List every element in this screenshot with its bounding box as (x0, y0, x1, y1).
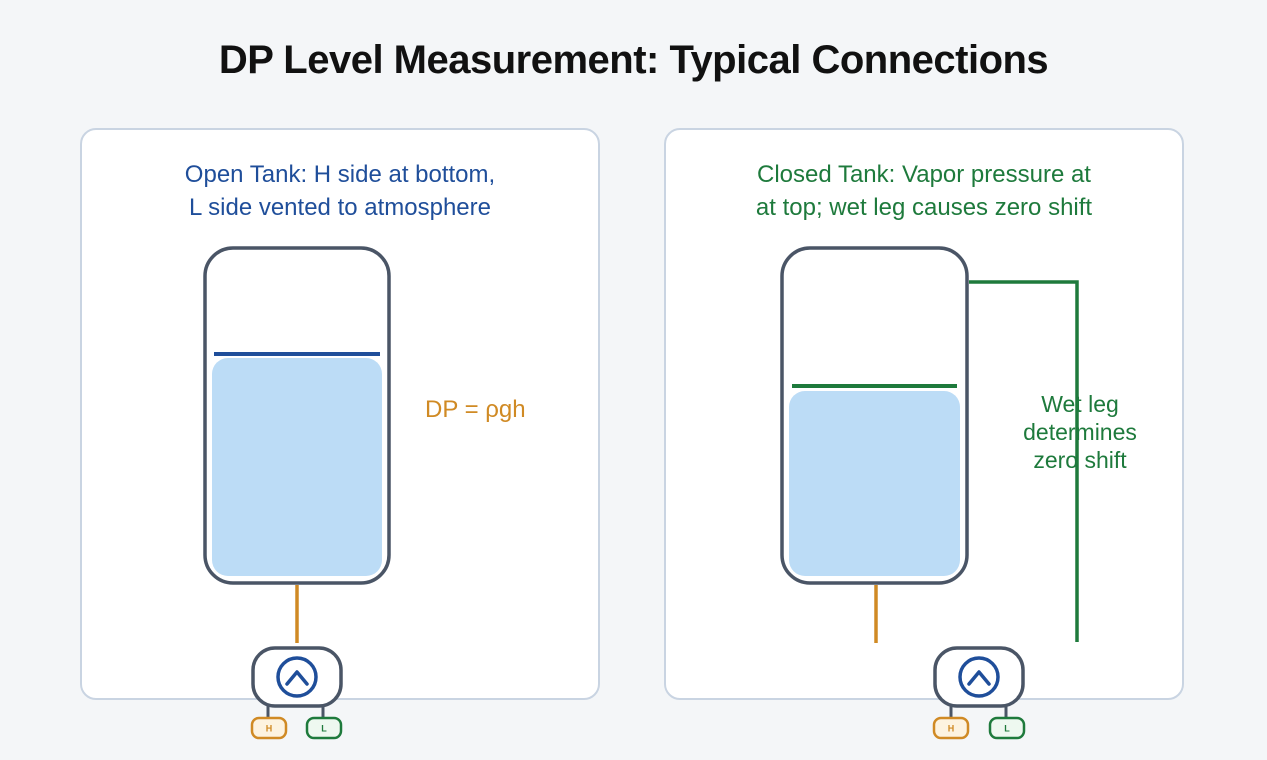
open-tank-vessel (203, 246, 391, 585)
open-tank-heading-line1: Open Tank: H side at bottom, (184, 161, 496, 188)
open-port-l-label: L (321, 724, 327, 734)
closed-port-h-label: H (948, 724, 955, 734)
open-tank (203, 246, 391, 643)
open-tank-liquid (212, 358, 382, 576)
closed-tank-wet-leg (969, 280, 1079, 642)
wet-leg-label: Wet leg determines zero shift (1000, 390, 1160, 474)
closed-port-h (932, 716, 970, 740)
closed-tank-liquid (789, 391, 960, 576)
closed-tank-heading: Closed Tank: Vapor pressure at at top; w… (666, 158, 1182, 224)
open-tank-heading: Open Tank: H side at bottom, L side vent… (82, 158, 598, 224)
open-port-h-label: H (266, 724, 273, 734)
open-tank-heading-line2: L side vented to atmosphere (189, 194, 491, 221)
closed-port-l-label: L (1004, 724, 1010, 734)
open-port-l (305, 716, 343, 740)
closed-tank-vessel (780, 246, 969, 585)
wet-leg-label-line1: Wet leg (1041, 391, 1119, 417)
open-port-h (250, 716, 288, 740)
closed-tank-transmitter: H L (932, 646, 1026, 740)
closed-tank-heading-line2: at top; wet leg causes zero shift (755, 194, 1093, 221)
closed-tank-heading-line1: Closed Tank: Vapor pressure at (757, 161, 1091, 188)
closed-tank (780, 246, 1079, 643)
open-transmitter-gauge-icon (276, 656, 318, 698)
page-title: DP Level Measurement: Typical Connection… (218, 38, 1049, 82)
closed-transmitter-gauge-icon (958, 656, 1000, 698)
wet-leg-label-line3: zero shift (1033, 447, 1127, 473)
closed-transmitter-chevron-up-icon (967, 670, 991, 686)
open-tank-transmitter: H L (250, 646, 343, 740)
closed-port-l (988, 716, 1026, 740)
wet-leg-label-line2: determines (1023, 419, 1137, 445)
dp-formula: DP = ρgh (425, 396, 526, 423)
open-transmitter-chevron-up-icon (285, 670, 309, 686)
